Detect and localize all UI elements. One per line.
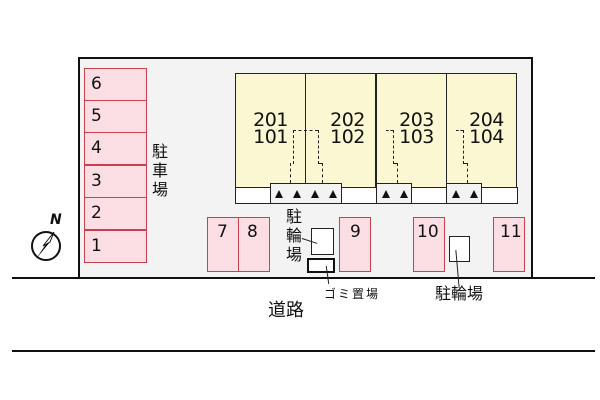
stair-path [318, 130, 319, 164]
bike-parking-label-1: 駐輪場 [285, 207, 302, 264]
parking-number: 3 [91, 171, 102, 191]
unit-number-upper: 203 [399, 109, 434, 131]
parking-number: 6 [91, 74, 102, 94]
north-compass-icon [31, 231, 61, 261]
road-edge-bottom [12, 350, 595, 352]
trash-label: ゴミ置場 [324, 287, 381, 301]
stair-path [293, 130, 294, 164]
stair-arrow-icon [293, 190, 301, 198]
parking-space-5[interactable]: 5 [84, 100, 147, 133]
stair-path [463, 163, 467, 164]
parking-label: 駐車場 [151, 142, 168, 199]
unit-number-upper: 202 [330, 109, 365, 131]
parking-space-10[interactable]: 10 [413, 217, 445, 272]
parking-number: 8 [247, 222, 258, 242]
stair-arrow-icon [275, 190, 283, 198]
stair-arrow-icon [311, 190, 319, 198]
parking-number: 7 [217, 222, 228, 242]
parking-space-7[interactable]: 7 [207, 217, 239, 272]
parking-number: 9 [350, 222, 361, 242]
parking-space-11[interactable]: 11 [493, 217, 525, 272]
unit-number-lower: 104 [469, 126, 504, 148]
stair-arrow-icon [329, 190, 337, 198]
stair-path [290, 163, 291, 183]
stair-path [386, 130, 393, 131]
parking-space-6[interactable]: 6 [84, 68, 147, 101]
stair-arrow-icon [452, 190, 460, 198]
stair-path [393, 163, 397, 164]
stair-path [456, 130, 463, 131]
parking-number: 1 [91, 236, 102, 256]
parking-space-3[interactable]: 3 [84, 165, 147, 198]
north-label: N [50, 212, 62, 228]
stair-path [318, 163, 322, 164]
parking-number: 5 [91, 106, 102, 126]
stair-path [322, 163, 323, 183]
parking-space-1[interactable]: 1 [84, 230, 147, 263]
porch-102 [341, 187, 377, 204]
porch-104 [481, 187, 518, 204]
stair-path [293, 130, 318, 131]
parking-space-2[interactable]: 2 [84, 197, 147, 230]
parking-number: 10 [417, 222, 439, 242]
unit-number-upper: 204 [469, 109, 504, 131]
parking-space-4[interactable]: 4 [84, 132, 147, 165]
unit-204-104[interactable]: 204 104 [446, 73, 517, 188]
parking-space-9[interactable]: 9 [339, 217, 371, 272]
unit-number-lower: 103 [399, 126, 434, 148]
trash-area[interactable] [307, 258, 335, 273]
road-label: 道路 [268, 300, 304, 321]
unit-number-upper: 201 [253, 109, 288, 131]
building: 201 101 202 102 203 103 204 104 [235, 73, 518, 204]
parking-number: 4 [91, 138, 102, 158]
stair-arrow-icon [470, 190, 478, 198]
porch-101 [235, 187, 271, 204]
parking-space-8[interactable]: 8 [238, 217, 270, 272]
bike-parking-2[interactable] [449, 236, 470, 262]
parking-left-group: 6 5 4 3 2 1 [84, 68, 147, 263]
stair-arrow-icon [382, 190, 390, 198]
unit-number-lower: 102 [330, 126, 365, 148]
porch-103 [411, 187, 447, 204]
stair-arrow-icon [400, 190, 408, 198]
parking-number: 2 [91, 203, 102, 223]
stair-path [393, 130, 394, 164]
stair-path [467, 163, 468, 183]
stair-path [463, 130, 464, 164]
bike-parking-label-2: 駐輪場 [435, 284, 484, 303]
stair-path [397, 163, 398, 183]
unit-number-lower: 101 [253, 126, 288, 148]
parking-number: 11 [500, 222, 522, 242]
